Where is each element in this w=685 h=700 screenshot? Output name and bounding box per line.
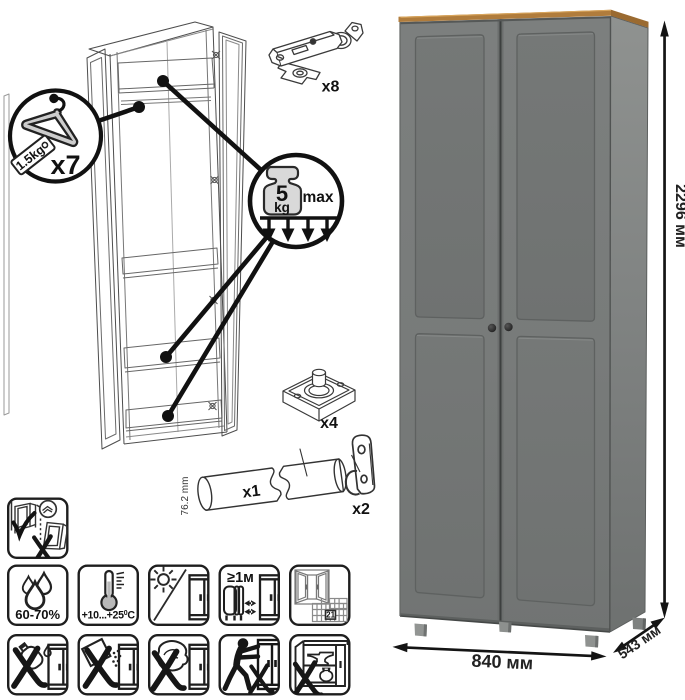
- svg-text:x2: x2: [352, 501, 370, 518]
- svg-text:60-70%: 60-70%: [15, 607, 60, 622]
- svg-text:840 мм: 840 мм: [471, 651, 534, 674]
- svg-text:x1: x1: [242, 483, 262, 502]
- svg-text:21: 21: [326, 611, 335, 620]
- svg-text:+10...+250C: +10...+250C: [82, 610, 136, 622]
- svg-text:x8: x8: [322, 79, 340, 96]
- svg-text:5: 5: [276, 181, 288, 206]
- svg-text:max: max: [302, 189, 333, 206]
- svg-text:76.2 mm: 76.2 mm: [180, 477, 191, 516]
- svg-text:kg: kg: [274, 200, 290, 215]
- svg-text:x7: x7: [50, 150, 80, 180]
- svg-text:≥1м: ≥1м: [227, 570, 254, 586]
- svg-text:2296 мм: 2296 мм: [672, 184, 685, 248]
- svg-text:x4: x4: [320, 415, 338, 432]
